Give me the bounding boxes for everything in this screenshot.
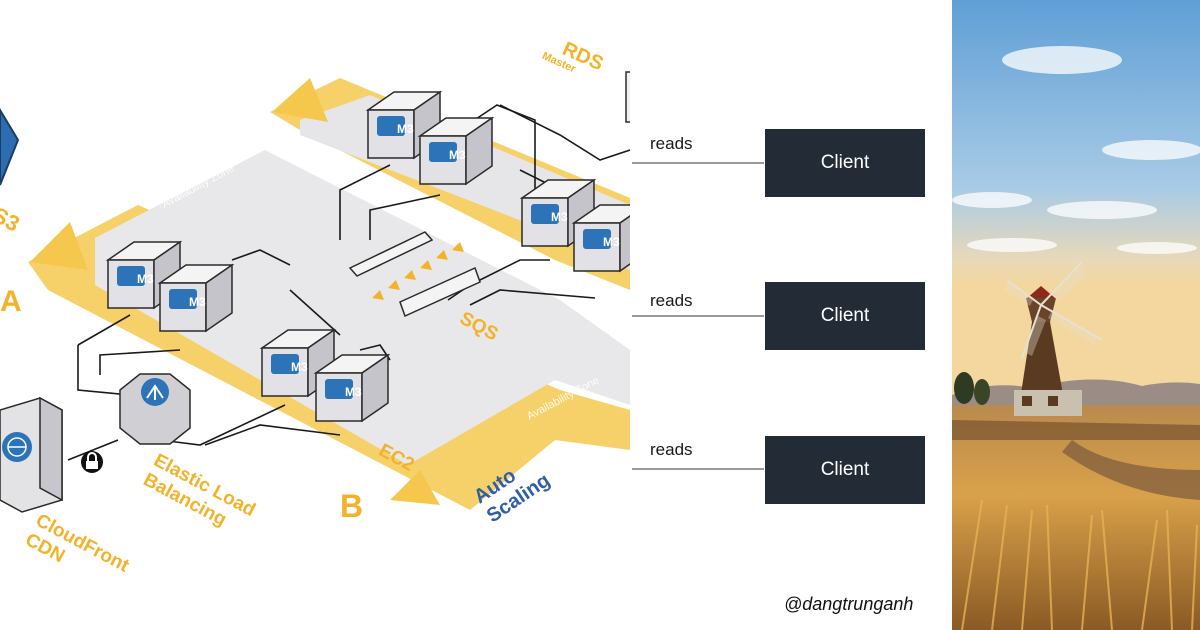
reads-label-3: reads (650, 440, 693, 459)
lock-icon (81, 451, 103, 473)
client-box-1: Client (765, 129, 925, 197)
instance-label: M3 (291, 360, 308, 374)
reads-label-2: reads (650, 291, 693, 310)
instance-label: M3 (603, 235, 620, 249)
sqs-queue-2 (399, 266, 481, 318)
author-credit: @dangtrunganh (784, 594, 914, 614)
windmill-landscape-photo (952, 0, 1200, 630)
instance-label: M3 (345, 385, 362, 399)
instance-label: M3 (189, 295, 206, 309)
s3-bucket-icon (0, 108, 20, 186)
aws-architecture-diagram: M3 M3 M3 M3 M3 M3 M3 M3 (0, 71, 630, 513)
zone-area-a (95, 150, 630, 465)
zone-arrow-b-right (390, 470, 440, 505)
instance-label: M3 (449, 148, 466, 162)
rds-master-icon (625, 71, 630, 123)
sqs-message-arrows (372, 242, 464, 300)
elastic-load-balancing-icon (119, 373, 191, 445)
instance-labels: M3 M3 M3 M3 M3 M3 M3 M3 (137, 122, 620, 399)
sqs-queue-1 (348, 231, 434, 277)
zone-b-label: B (340, 488, 364, 524)
zone-arrow-b (272, 78, 328, 122)
client-box-3: Client (765, 436, 925, 504)
instance-label: M3 (551, 210, 568, 224)
zone-a-label: A (0, 285, 22, 318)
instance-label: M3 (397, 122, 414, 136)
instance-label: M3 (137, 272, 154, 286)
zone-arrow-a (30, 222, 88, 270)
reads-label-1: reads (650, 134, 693, 153)
cloudfront-server-icon (0, 396, 63, 513)
client-box-2: Client (765, 282, 925, 350)
